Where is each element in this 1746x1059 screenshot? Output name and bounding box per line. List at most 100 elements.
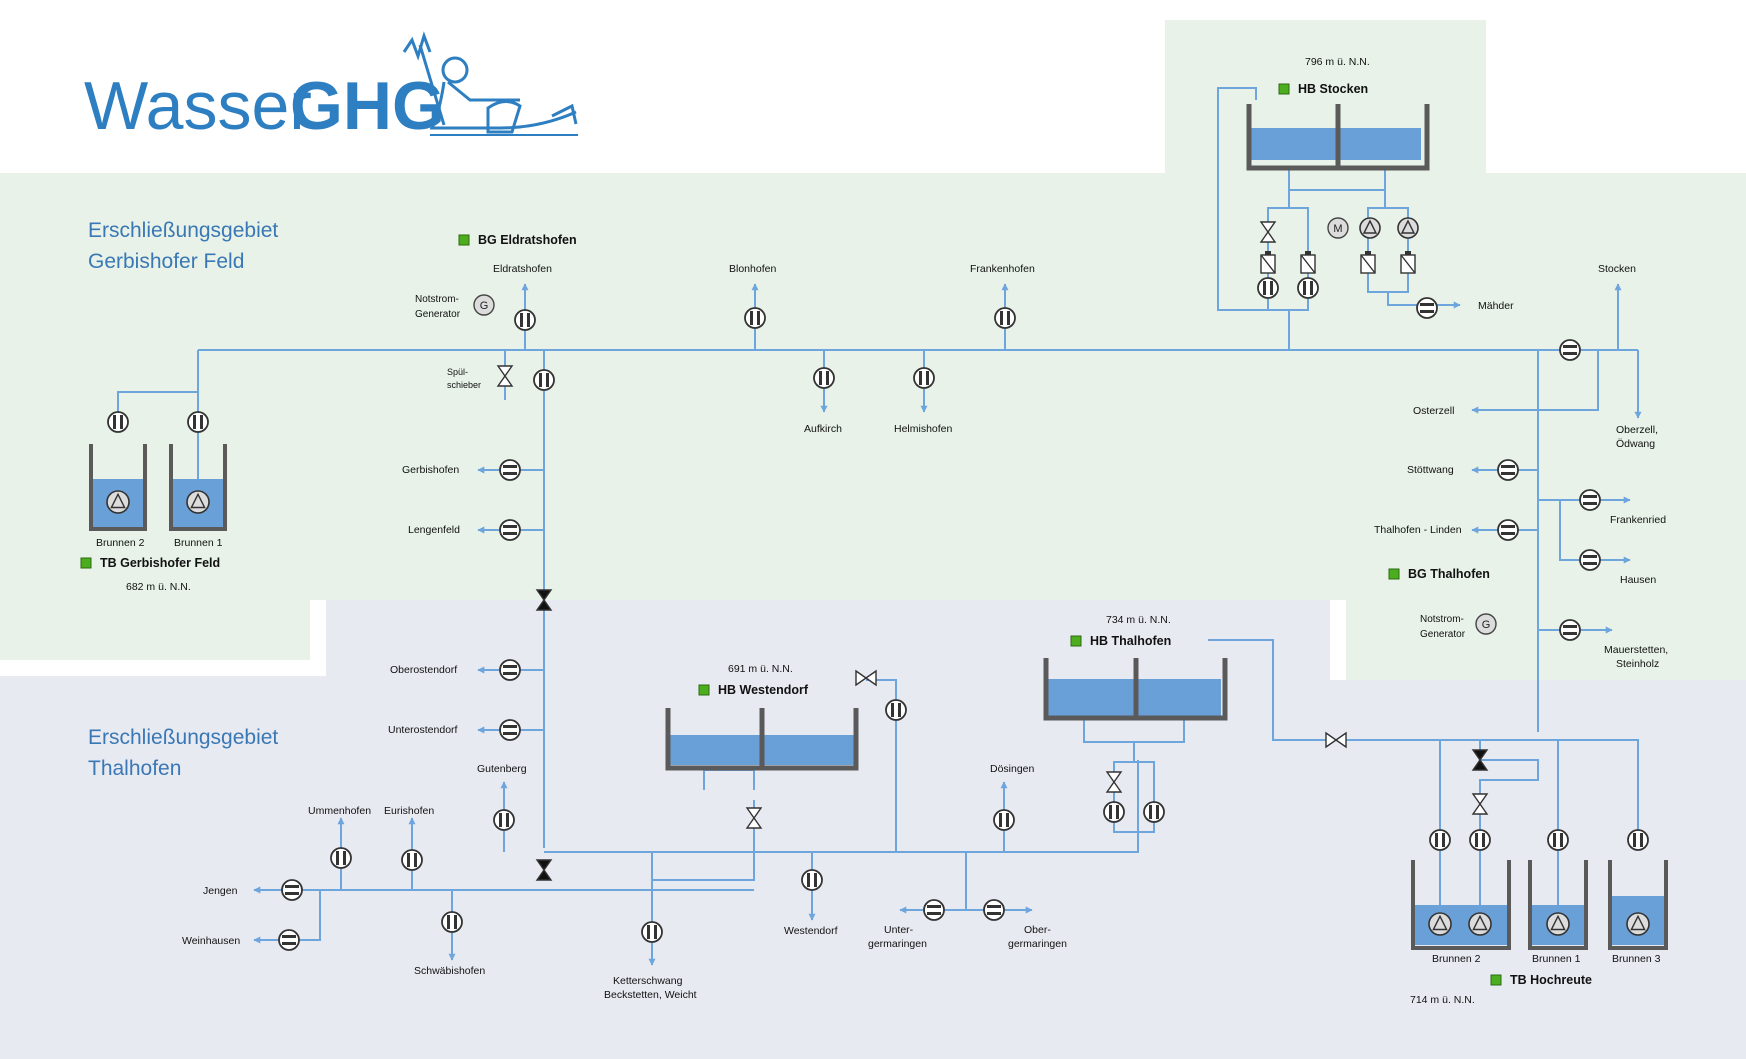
label-weinhausen: Weinhausen <box>182 935 240 947</box>
label-mauerstetten-1: Mauerstetten, <box>1604 644 1668 656</box>
pipe-stocken-in <box>1217 87 1290 350</box>
meter-trunk <box>533 369 555 391</box>
meter-eldrats <box>514 309 536 331</box>
meter-helmishofen <box>913 367 935 389</box>
tank-hb-stocken <box>1246 104 1430 171</box>
meter-gutenberg <box>493 809 515 831</box>
meter-hr-b1 <box>1547 829 1569 851</box>
label-aufkirch: Aufkirch <box>804 423 842 435</box>
pump-hr-b3 <box>1626 912 1650 936</box>
meter-thal-linden <box>1497 519 1519 541</box>
label-oberzell-1: Oberzell, <box>1616 424 1658 436</box>
meter-gerbishofen <box>499 459 521 481</box>
area-feld-title-1: Erschließungsgebiet <box>88 219 278 242</box>
label-hb-westendorf: HB Westendorf <box>718 683 809 697</box>
pump-hr-b2a <box>1428 912 1452 936</box>
tank-hb-thalhofen <box>1043 658 1228 721</box>
check-stocken-4 <box>1400 251 1416 274</box>
meter-frankenried <box>1579 489 1601 511</box>
label-mauerstetten-2: Steinholz <box>1616 658 1659 670</box>
label-gerbishofen: Gerbishofen <box>402 464 459 476</box>
label-ketterschwang-2: Beckstetten, Weicht <box>604 989 697 1001</box>
label-hb-stocken: HB Stocken <box>1298 82 1368 96</box>
label-eldratshofen: Eldratshofen <box>493 263 552 275</box>
meter-doesingen <box>993 809 1015 831</box>
label-hb-thalhofen: HB Thalhofen <box>1090 634 1171 648</box>
label-schwaebishofen: Schwäbishofen <box>414 965 485 977</box>
area-thal-title-2: Thalhofen <box>88 757 181 780</box>
label-obergermaringen-1: Ober- <box>1024 924 1051 936</box>
meter-westendorf <box>801 869 823 891</box>
valve-stocken <box>1259 221 1277 243</box>
label-oberzell-2: Ödwang <box>1616 438 1655 450</box>
label-stoettwang: Stöttwang <box>1407 464 1454 476</box>
meter-maehder <box>1416 297 1438 319</box>
meter-obergermaringen <box>983 899 1005 921</box>
label-osterzell: Osterzell <box>1413 405 1454 417</box>
meter-weinhausen <box>278 929 300 951</box>
valve-trunk-south <box>535 859 553 881</box>
label-gf-brunnen-2: Brunnen 2 <box>96 537 145 549</box>
meter-schwaebishofen <box>441 911 463 933</box>
meter-hausen <box>1579 549 1601 571</box>
label-hb-thalhofen-alt: 734 m ü. N.N. <box>1106 614 1171 626</box>
zone-thalhofen <box>0 600 1746 1059</box>
label-hb-stocken-alt: 796 m ü. N.N. <box>1305 56 1370 68</box>
meter-hr-b2a <box>1429 829 1451 851</box>
valve-hbwest-top <box>855 669 877 687</box>
meter-hbthal-1 <box>1103 801 1125 823</box>
meter-untergermaringen <box>923 899 945 921</box>
label-tb-gerbishofer-alt: 682 m ü. N.N. <box>126 581 191 593</box>
status-indicators <box>80 83 1502 986</box>
check-stocken-1 <box>1260 251 1276 274</box>
pipe-thal-hochreute <box>1208 639 1639 840</box>
meter-blonhofen <box>744 307 766 329</box>
meter-oberostendorf <box>499 659 521 681</box>
pipe-westendorf-hb <box>651 852 755 881</box>
pump-hr-b2b <box>1468 912 1492 936</box>
valve-hbthal <box>1105 771 1123 793</box>
label-frankenhofen: Frankenhofen <box>970 263 1035 275</box>
meter-aufkirch <box>813 367 835 389</box>
generator-icon-east: G <box>1475 613 1497 635</box>
label-generator-2b: Generator <box>1420 629 1466 640</box>
svg-text:G: G <box>1482 619 1491 631</box>
label-hausen: Hausen <box>1620 574 1656 586</box>
label-spuel-b: schieber <box>447 380 481 390</box>
label-eurishofen: Eurishofen <box>384 805 434 817</box>
label-stocken: Stocken <box>1598 263 1636 275</box>
check-stocken-2 <box>1300 251 1316 274</box>
valve-hr-2 <box>1471 793 1489 815</box>
valve-hr-1 <box>1471 749 1489 771</box>
meter-hr-b3 <box>1627 829 1649 851</box>
label-ummenhofen: Ummenhofen <box>308 805 371 817</box>
tank-hb-westendorf <box>665 708 859 771</box>
motor-icon-stocken: M <box>1327 217 1349 239</box>
meter-gf-b1 <box>187 411 209 433</box>
logo-wasser-text: Wasser <box>84 68 312 144</box>
meter-jengen <box>281 879 303 901</box>
label-generator-2a: Notstrom- <box>1420 614 1464 625</box>
label-thalhofen-linden: Thalhofen - Linden <box>1374 524 1462 536</box>
label-generator-1b: Generator <box>415 309 461 320</box>
label-generator-1a: Notstrom- <box>415 294 459 305</box>
label-blonhofen: Blonhofen <box>729 263 776 275</box>
pipe-stocken-collector <box>1288 170 1386 191</box>
label-doesingen: Dösingen <box>990 763 1035 775</box>
wasser-ghg-logo: Wasser GHG <box>84 31 578 144</box>
label-maehder: Mähder <box>1478 300 1514 312</box>
meter-mauerstetten <box>1559 619 1581 641</box>
label-westendorf: Westendorf <box>784 925 838 937</box>
meter-eurishofen <box>401 849 423 871</box>
meter-hr-b2b <box>1469 829 1491 851</box>
meter-lengenfeld <box>499 519 521 541</box>
pump-gf-b1 <box>186 490 210 514</box>
meter-ummenhofen <box>330 847 352 869</box>
pump-stocken-1 <box>1359 217 1381 239</box>
label-frankenried: Frankenried <box>1610 514 1666 526</box>
label-bg-eldratshofen: BG Eldratshofen <box>478 233 577 247</box>
label-hr-brunnen-3: Brunnen 3 <box>1612 953 1661 965</box>
label-helmishofen: Helmishofen <box>894 423 953 435</box>
label-tb-gerbishofer: TB Gerbishofer Feld <box>100 556 220 570</box>
